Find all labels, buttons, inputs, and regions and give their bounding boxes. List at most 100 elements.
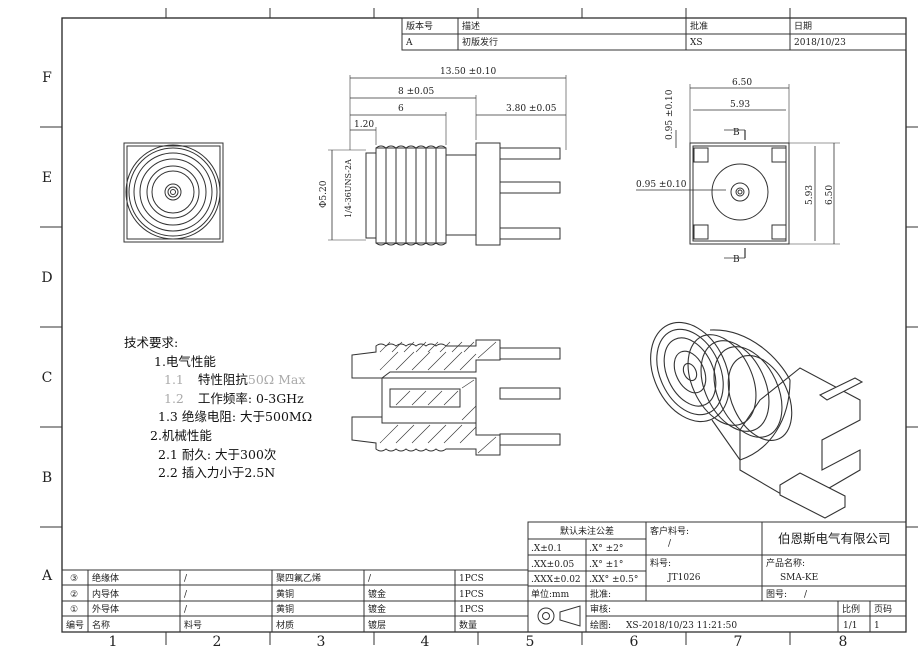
bom-header-qty: 数量 [459, 619, 477, 631]
bom-row-3-plating: 镀金 [368, 603, 386, 615]
bom-row-1-qty: 1PCS [459, 574, 484, 584]
rev-header-version: 版本号 [406, 20, 433, 32]
bom-row-1-material: 聚四氟乙烯 [276, 572, 321, 584]
revision-table: 版本号 描述 批准 日期 A 初版发行 XS 2018/10/23 [401, 17, 907, 51]
dim-diameter: Φ5.20 [319, 180, 329, 208]
bom-row-2-qty: 1PCS [459, 590, 484, 600]
bom-header-material: 材质 [276, 619, 294, 631]
zone-letter-f: F [42, 70, 52, 86]
scale-value: 1/1 [843, 621, 857, 631]
product-name-label: 产品名称: [766, 557, 805, 569]
zone-number-7: 7 [734, 634, 743, 650]
tol-x-deg: .X° ±2° [589, 544, 623, 554]
dim-overall-length: 13.50 ±0.10 [440, 67, 496, 77]
zone-number-3: 3 [317, 634, 326, 650]
tol-xx-deg: .XX° ±0.5° [589, 575, 638, 585]
bom-header-no: 编号 [66, 619, 84, 631]
section-view [351, 339, 561, 456]
scale-label: 比例 [842, 603, 860, 615]
part-no-value: JT1026 [667, 573, 701, 583]
zone-number-8: 8 [839, 634, 848, 650]
bom-row-3-qty: 1PCS [459, 605, 484, 615]
notes-mechanical: 2.机械性能 [150, 427, 212, 443]
dim-length-8: 8 ±0.05 [398, 87, 434, 97]
rev-desc: 初版发行 [462, 36, 498, 48]
notes-1-3: 1.3 绝缘电阻: 大于500MΩ [158, 409, 313, 425]
zone-letter-e: E [42, 170, 52, 186]
bom-row-1-name: 绝缘体 [92, 572, 119, 584]
top-view [636, 84, 840, 259]
tolerance-title: 默认未注公差 [560, 525, 614, 537]
bom-row-3-name: 外导体 [92, 603, 119, 615]
notes-1-1-value: 50Ω Max [247, 372, 306, 388]
bom-row-2-part: / [184, 590, 188, 600]
zone-number-5: 5 [526, 634, 535, 650]
notes-1-1-num: 1.1 [164, 372, 184, 388]
dim-pin-offset-v: 0.95 ±0.10 [665, 89, 675, 140]
approve-label: 批准: [590, 588, 611, 600]
bom-row-1-plating: / [368, 574, 372, 584]
bom-header-plating: 镀层 [368, 619, 386, 631]
notes-electrical: 1.电气性能 [154, 353, 216, 369]
zone-number-1: 1 [109, 634, 118, 650]
zone-ticks [40, 8, 918, 645]
zone-letter-a: A [41, 568, 53, 584]
notes-1-1-text: 特性阻抗 [197, 372, 248, 388]
bom-row-2-plating: 镀金 [368, 588, 386, 600]
draw-label: 绘图: [590, 619, 611, 631]
title-block [527, 521, 907, 633]
dim-top-width: 6.50 [732, 78, 752, 88]
tol-x-deg-2: .X° ±1° [589, 560, 623, 570]
bom-header-part: 料号 [184, 619, 202, 631]
dim-side-inner: 5.93 [805, 185, 815, 205]
zone-number-2: 2 [213, 634, 222, 650]
bom-row-1-part: / [184, 574, 188, 584]
part-no-label: 料号: [650, 557, 671, 569]
product-name-value: SMA-KE [780, 573, 818, 583]
dim-pin-length: 3.80 ±0.05 [506, 104, 557, 114]
section-mark-bottom: B [733, 255, 740, 265]
tol-xx: .XX±0.05 [531, 560, 575, 570]
dim-side-outer: 6.50 [825, 185, 835, 205]
technical-requirements: 技术要求: 1.电气性能 1.1 特性阻抗50Ω Max 1.2 工作频率: 0… [124, 334, 312, 483]
notes-2-1: 2.1 耐久: 大于300次 [158, 446, 277, 462]
bom-row-1-no: ③ [70, 574, 78, 584]
dim-length-6: 6 [398, 104, 404, 114]
bom-row-3-material: 黄铜 [276, 603, 294, 615]
dim-inner-width: 5.93 [730, 100, 750, 110]
tol-xxx: .XXX±0.02 [531, 575, 581, 585]
front-view [123, 142, 224, 243]
bom-table [61, 569, 529, 633]
zone-number-6: 6 [630, 634, 639, 650]
rev-date: 2018/10/23 [794, 38, 846, 48]
customer-part-label: 客户料号: [650, 525, 689, 537]
zone-letter-c: C [42, 370, 53, 386]
company-name: 伯恩斯电气有限公司 [778, 531, 891, 546]
rev-version: A [405, 38, 413, 48]
bom-row-2-no: ② [70, 590, 78, 600]
rev-header-approve: 批准 [690, 20, 708, 32]
customer-part-value: / [668, 539, 672, 549]
drawing-no-label: 图号: [766, 589, 787, 600]
isometric-view [650, 321, 864, 519]
draw-value: XS-2018/10/23 11:21:50 [626, 621, 737, 631]
zone-number-4: 4 [421, 634, 430, 650]
page-value: 1 [874, 621, 880, 631]
unit-label: 单位:mm [531, 588, 570, 600]
notes-1-2-text: 工作频率: 0-3GHz [197, 390, 304, 406]
bom-row-2-name: 内导体 [92, 588, 119, 600]
rev-approver: XS [690, 38, 703, 48]
notes-1-2-num: 1.2 [164, 390, 184, 406]
zone-letter-d: D [41, 270, 52, 286]
page-label: 页码 [874, 604, 892, 615]
review-label: 审核: [590, 603, 611, 615]
notes-2-2: 2.2 插入力小于2.5N [158, 465, 276, 481]
dim-pin-offset-h: 0.95 ±0.10 [636, 180, 687, 190]
zone-letter-b: B [42, 470, 52, 486]
tol-x: .X±0.1 [531, 544, 562, 554]
dim-flange: 1.20 [354, 120, 374, 130]
rev-header-desc: 描述 [462, 20, 480, 32]
bom-header-name: 名称 [92, 619, 110, 631]
side-view [328, 75, 567, 246]
